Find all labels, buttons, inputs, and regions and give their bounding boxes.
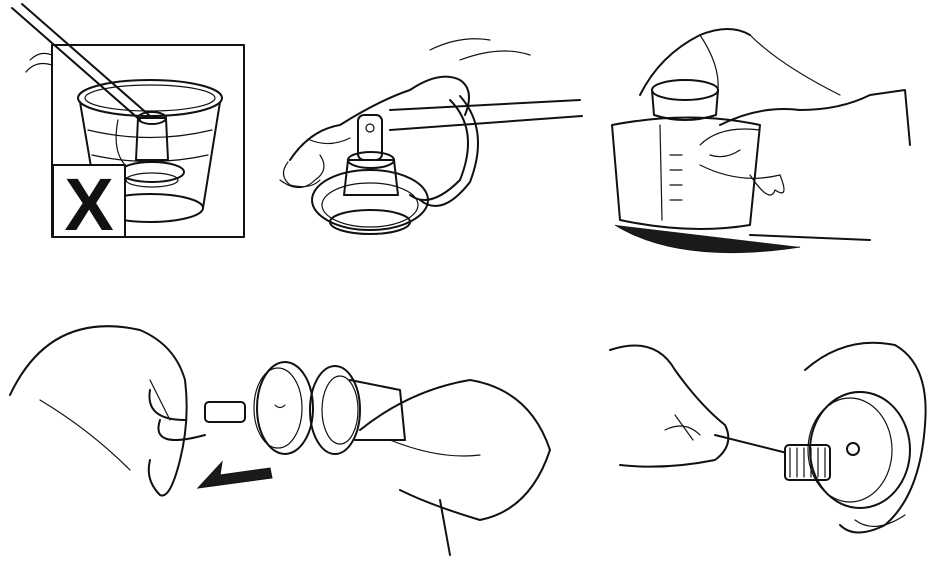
bucket-soak-drawing: X bbox=[0, 0, 250, 245]
panel-wipe-tank-cloth bbox=[600, 15, 925, 265]
wipe-valve-drawing bbox=[270, 30, 590, 250]
disassemble-valve-drawing bbox=[10, 310, 565, 560]
panel-disassemble-valve bbox=[10, 310, 565, 560]
panel-brush-filter bbox=[605, 325, 930, 560]
panel-wipe-valve-cloth bbox=[270, 30, 590, 250]
arrow-left-icon bbox=[198, 462, 272, 488]
brush-filter-drawing bbox=[605, 325, 930, 560]
panel-bucket-soak: X bbox=[0, 0, 250, 245]
wipe-tank-drawing bbox=[600, 15, 925, 265]
x-mark-icon: X bbox=[64, 163, 113, 246]
